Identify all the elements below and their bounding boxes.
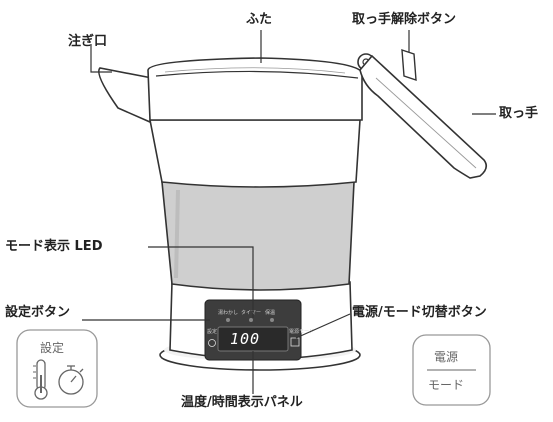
thermometer-icon: [33, 359, 48, 400]
leader-power: [295, 313, 351, 339]
power-icon-bottom: モード: [428, 378, 464, 392]
label-handle-release-button: 取っ手解除ボタン: [352, 12, 457, 27]
led-label-2: 保温: [265, 309, 275, 316]
panel-power-button-label: 電源モード: [289, 328, 314, 335]
label-handle: 取っ手: [499, 106, 539, 121]
led-label-1: タイマー: [241, 309, 261, 316]
mode-led-dot-1: [226, 318, 230, 322]
kettle-upper-band: [149, 119, 361, 188]
lid-line: [155, 70, 359, 79]
label-setting-button: 設定ボタン: [5, 305, 71, 320]
label-power-mode-button: 電源/モード切替ボタン: [352, 305, 487, 320]
mode-led-dot-2: [249, 318, 253, 322]
panel-power-button[interactable]: [290, 337, 300, 347]
label-temp-time-panel: 温度/時間表示パネル: [181, 395, 303, 410]
kettle-top-rim: [147, 57, 363, 121]
lid-inner-line: [164, 67, 346, 74]
panel-setting-button-label: 設定: [207, 328, 217, 335]
kettle-handle: [359, 54, 488, 179]
setting-icon-text: 設定: [40, 340, 64, 355]
silicone-body-highlight: [174, 189, 180, 279]
mode-led-dot-3: [270, 318, 274, 322]
panel-setting-button[interactable]: [208, 339, 216, 347]
label-lid: ふた: [246, 12, 273, 27]
label-mode-led: モード表示 LED: [5, 239, 103, 254]
label-spout: 注ぎ口: [68, 34, 108, 49]
leader-spout: [90, 44, 112, 73]
power-icon-top: 電源: [434, 350, 458, 364]
leader-led: [148, 246, 254, 318]
led-label-0: 湯わかし: [218, 309, 238, 316]
handle-inner-edge: [375, 77, 477, 169]
kettle-spout: [98, 67, 153, 124]
stopwatch-icon: [58, 365, 84, 395]
display-readout: 100: [230, 330, 260, 348]
kettle-silicone-body: [161, 181, 355, 291]
leader-lines: [82, 30, 496, 394]
handle-release-button-shape: [401, 49, 417, 81]
